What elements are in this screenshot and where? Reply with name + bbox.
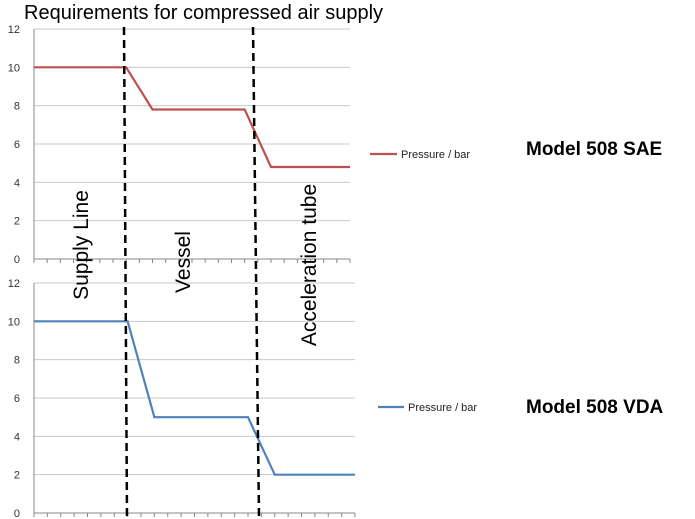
series-line	[34, 66, 350, 169]
y-tick-label: 12	[8, 24, 20, 36]
y-tick-label: 4	[14, 177, 20, 189]
y-tick-label: 10	[8, 62, 20, 74]
y-tick-label: 2	[14, 216, 20, 228]
model-label: Model 508 VDA	[526, 397, 664, 418]
y-tick-label: 2	[14, 470, 20, 482]
y-tick-label: 0	[14, 508, 20, 519]
region-label: Acceleration tube	[298, 184, 321, 346]
region-label: Vessel	[172, 231, 195, 293]
divider-layer	[122, 26, 261, 518]
y-tick-label: 0	[14, 254, 20, 266]
y-tick-label: 12	[8, 278, 20, 290]
y-tick-label: 6	[14, 393, 20, 405]
figure-title: Requirements for compressed air supply	[24, 2, 383, 24]
legend-label: Pressure / bar	[401, 149, 470, 161]
legend: Pressure / bar	[378, 402, 477, 414]
region-divider	[251, 26, 261, 518]
region-divider	[122, 26, 129, 518]
series-line	[34, 320, 355, 476]
y-tick-label: 6	[14, 139, 20, 151]
region-labels: Supply Line Vessel Acceleration tube	[70, 184, 321, 346]
y-tick-label: 10	[8, 316, 20, 328]
y-tick-label: 8	[14, 355, 20, 367]
legend-label: Pressure / bar	[408, 402, 477, 414]
region-label: Supply Line	[70, 190, 93, 300]
model-label: Model 508 SAE	[526, 139, 662, 160]
y-tick-label: 4	[14, 431, 20, 443]
y-tick-label: 8	[14, 101, 20, 113]
legend: Pressure / bar	[370, 149, 470, 161]
